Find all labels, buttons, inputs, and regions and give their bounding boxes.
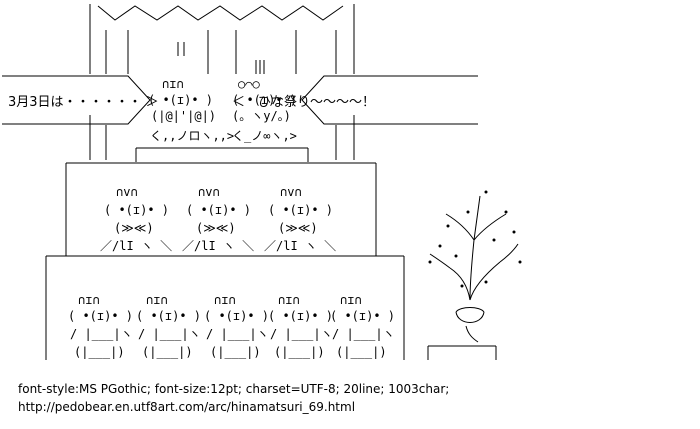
- musician-ears: ∩ɪ∩: [214, 293, 236, 307]
- empress-hair: ○⌒○: [238, 77, 260, 91]
- lady-face: ( •(ɪ)• ): [268, 203, 333, 217]
- musician-4: ∩ɪ∩ ( •(ɪ)• ) / |___|ヽ (|___|): [268, 293, 333, 359]
- empress-legs: く_ノ∞ヽ,>: [232, 129, 297, 143]
- banner-left-text: 3月3日は・・・・・・ ＞: [8, 95, 159, 110]
- court-lady-1: ∩v∩ ( •(ɪ)• ) (≫≪) ／/lI ヽ ＼: [100, 185, 172, 253]
- musician-base: (|___|): [274, 345, 325, 359]
- banner-right-text: ＜ ひな祭り～～～～！: [232, 95, 375, 110]
- source-url-text: http://pedobear.en.utf8art.com/arc/hinam…: [18, 400, 356, 414]
- musician-base: (|___|): [210, 345, 261, 359]
- empress-figure: ○⌒○ ( •(ɪ)• ) (。ヽy/。) く_ノ∞ヽ,>: [232, 60, 297, 143]
- musician-face: ( •(ɪ)• ): [204, 309, 269, 323]
- lady-ribbon: (≫≪): [114, 221, 154, 235]
- musician-body: / |___|ヽ: [270, 327, 333, 341]
- musician-ears: ∩ɪ∩: [78, 293, 100, 307]
- speech-banner: 3月3日は・・・・・・ ＞ ＜ ひな祭り～～～～！: [2, 75, 478, 125]
- tier-borders: [45, 147, 405, 360]
- peach-blossom-icon: [427, 190, 522, 360]
- musician-5: ∩ɪ∩ ( •(ɪ)• ) / |___|ヽ (|___|): [330, 293, 395, 359]
- lady-ears: ∩v∩: [198, 185, 220, 199]
- musician-body: / |___|ヽ: [332, 327, 395, 341]
- court-lady-3: ∩v∩ ( •(ɪ)• ) (≫≪) ／/lI ヽ ＼: [264, 185, 336, 253]
- musician-base: (|___|): [74, 345, 125, 359]
- musician-ears: ∩ɪ∩: [146, 293, 168, 307]
- musician-base: (|___|): [336, 345, 387, 359]
- empress-face: ( •(ɪ)• ): [232, 93, 297, 107]
- musician-face: ( •(ɪ)• ): [330, 309, 395, 323]
- lady-feet: ／/lI ヽ ＼: [182, 239, 254, 253]
- empress-body: (。ヽy/。): [232, 109, 291, 123]
- musician-1: ∩ɪ∩ ( •(ɪ)• ) / |___|ヽ (|___|): [68, 293, 133, 359]
- musician-ears: ∩ɪ∩: [340, 293, 362, 307]
- musician-face: ( •(ɪ)• ): [136, 309, 201, 323]
- ascii-art-scene: 3月3日は・・・・・・ ＞ ＜ ひな祭り～～～～！ ∩ɪ∩ ( •(ɪ)• ) …: [2, 4, 522, 360]
- musician-2: ∩ɪ∩ ( •(ɪ)• ) / |___|ヽ (|___|): [136, 293, 201, 359]
- lady-feet: ／/lI ヽ ＼: [100, 239, 172, 253]
- musician-face: ( •(ɪ)• ): [68, 309, 133, 323]
- emperor-face: ( •(ɪ)• ): [148, 93, 213, 107]
- lady-face: ( •(ɪ)• ): [186, 203, 251, 217]
- emperor-figure: ∩ɪ∩ ( •(ɪ)• ) (|@|'|@|) く,,ノロヽ,,>: [148, 42, 234, 143]
- folding-screen: [89, 4, 355, 160]
- emperor-ears: ∩ɪ∩: [162, 77, 184, 91]
- lady-ears: ∩v∩: [116, 185, 138, 199]
- lady-ribbon: (≫≪): [196, 221, 236, 235]
- musician-base: (|___|): [142, 345, 193, 359]
- musician-body: / |___|ヽ: [138, 327, 201, 341]
- lady-ribbon: (≫≪): [278, 221, 318, 235]
- musician-ears: ∩ɪ∩: [278, 293, 300, 307]
- musician-3: ∩ɪ∩ ( •(ɪ)• ) / |___|ヽ (|___|): [204, 293, 269, 359]
- musician-body: / |___|ヽ: [70, 327, 133, 341]
- emperor-lantern: (|@|'|@|): [151, 109, 216, 123]
- musician-face: ( •(ɪ)• ): [268, 309, 333, 323]
- art-metadata-text: font-style:MS PGothic; font-size:12pt; c…: [18, 382, 450, 396]
- lady-ears: ∩v∩: [280, 185, 302, 199]
- musician-body: / |___|ヽ: [206, 327, 269, 341]
- emperor-legs: く,,ノロヽ,,>: [150, 129, 234, 143]
- lady-face: ( •(ɪ)• ): [104, 203, 169, 217]
- lady-feet: ／/lI ヽ ＼: [264, 239, 336, 253]
- court-lady-2: ∩v∩ ( •(ɪ)• ) (≫≪) ／/lI ヽ ＼: [182, 185, 254, 253]
